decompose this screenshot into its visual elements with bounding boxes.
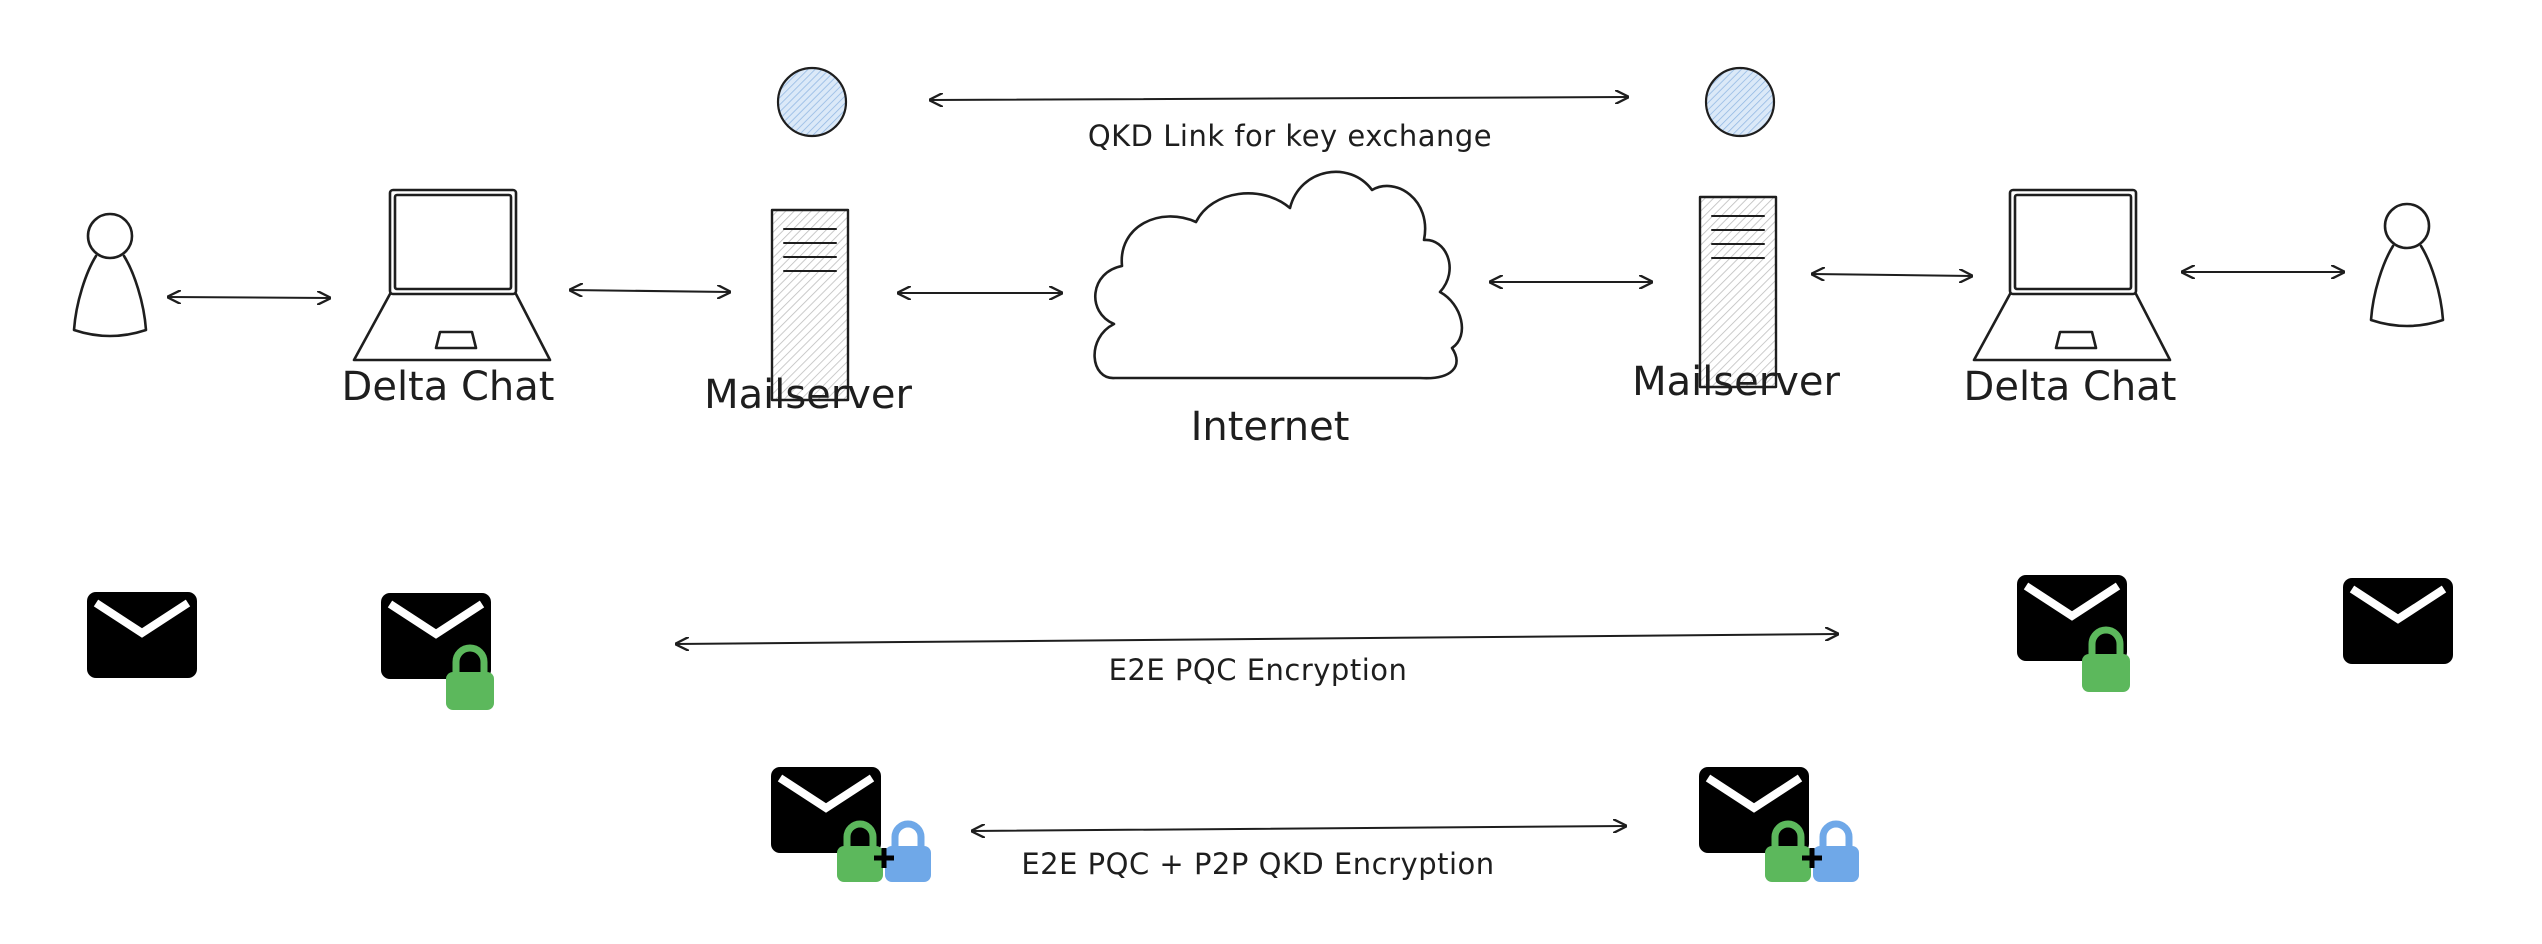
internet-label: Internet: [1191, 404, 1350, 450]
lock-icon: [446, 644, 494, 710]
qkd-link-arrow: [930, 97, 1628, 100]
envelope-double-lock-right-icon: [1699, 767, 1859, 882]
qkd-node-right-icon: [1704, 66, 1776, 138]
lock-qkd-icon: [1813, 820, 1859, 882]
right-server-label: Mailserver: [1632, 359, 1840, 405]
arrow-laptop-left-server: [570, 290, 730, 292]
arrow-server-right-laptop: [1812, 274, 1972, 276]
qkd-link-label: QKD Link for key exchange: [1088, 119, 1492, 153]
person-right-icon: [2369, 202, 2445, 328]
envelope-locked-right-icon: [2017, 575, 2130, 692]
lock-icon: [2082, 626, 2130, 692]
left-server-label: Mailserver: [704, 372, 912, 418]
right-client-label: Delta Chat: [1964, 364, 2177, 410]
e2e-pqc-qkd-arrow: [972, 826, 1626, 831]
envelope-locked-left-icon: [381, 593, 494, 710]
cloud-icon: [1093, 170, 1464, 380]
laptop-left-icon: [352, 188, 552, 362]
plus-icon: [874, 848, 894, 868]
envelope-double-lock-left-icon: [771, 767, 931, 882]
lock-pqc-icon: [837, 820, 883, 882]
envelope-plain-left-icon: [87, 592, 197, 678]
e2e-pqc-qkd-label: E2E PQC + P2P QKD Encryption: [1021, 847, 1494, 881]
plus-icon: [1802, 848, 1822, 868]
arrow-user-left-laptop: [168, 297, 330, 298]
envelope-plain-right-icon: [2343, 578, 2453, 664]
e2e-pqc-arrow: [676, 634, 1838, 644]
lock-qkd-icon: [885, 820, 931, 882]
qkd-node-left-icon: [776, 66, 848, 138]
person-left-icon: [72, 212, 148, 338]
lock-pqc-icon: [1765, 820, 1811, 882]
left-client-label: Delta Chat: [342, 364, 555, 410]
e2e-pqc-label: E2E PQC Encryption: [1109, 653, 1408, 687]
laptop-right-icon: [1972, 188, 2172, 362]
